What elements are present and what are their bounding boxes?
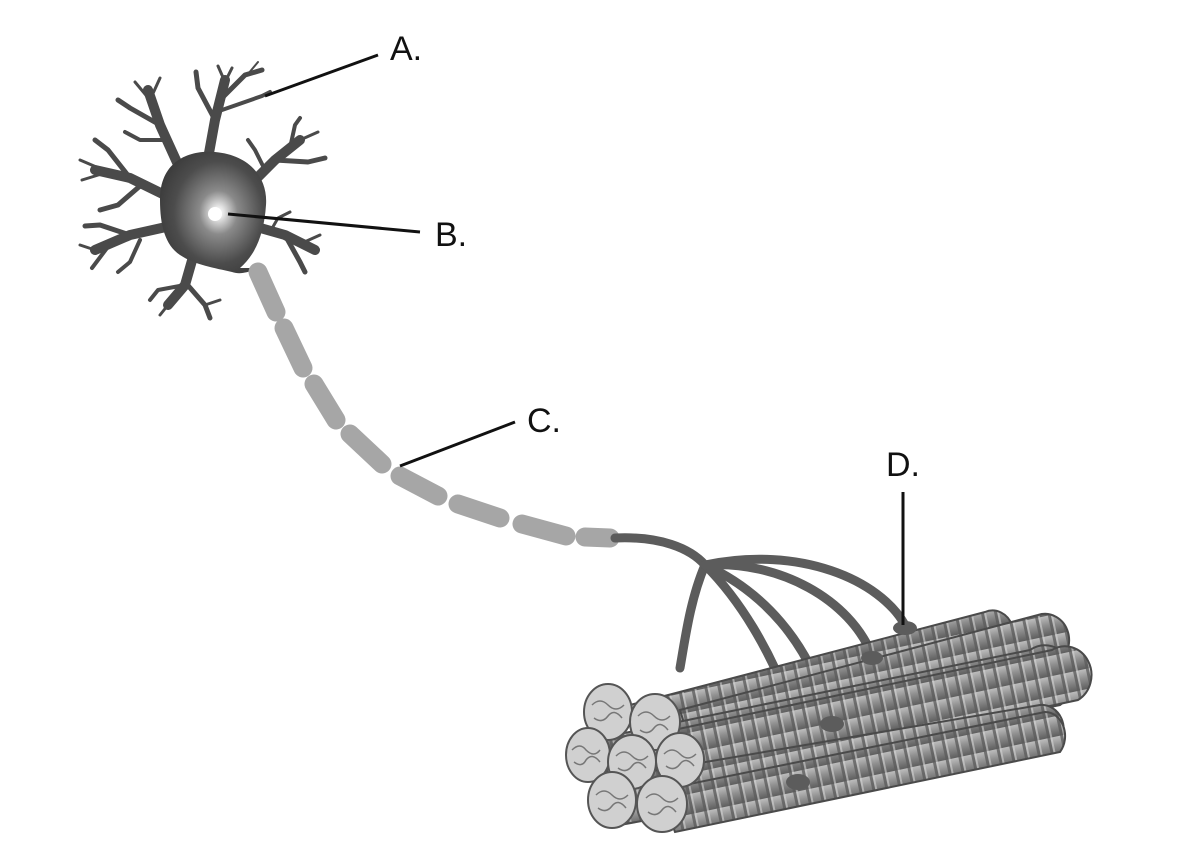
dendrites [78,61,328,321]
myelin-sheath [248,262,620,548]
label-d: D. [886,446,920,484]
leader-line-b [227,212,421,234]
fiber-cross-sections [565,683,705,833]
fiber-cross-section-texture [571,700,697,816]
label-c: C. [527,402,561,440]
label-b: B. [435,216,467,254]
muscle-fiber-bundle [565,609,1093,834]
leader-line-a [264,53,379,98]
motor-end-plates [786,621,917,790]
leader-line-c [399,420,516,468]
label-a: A. [390,30,422,68]
nucleus [208,207,222,221]
